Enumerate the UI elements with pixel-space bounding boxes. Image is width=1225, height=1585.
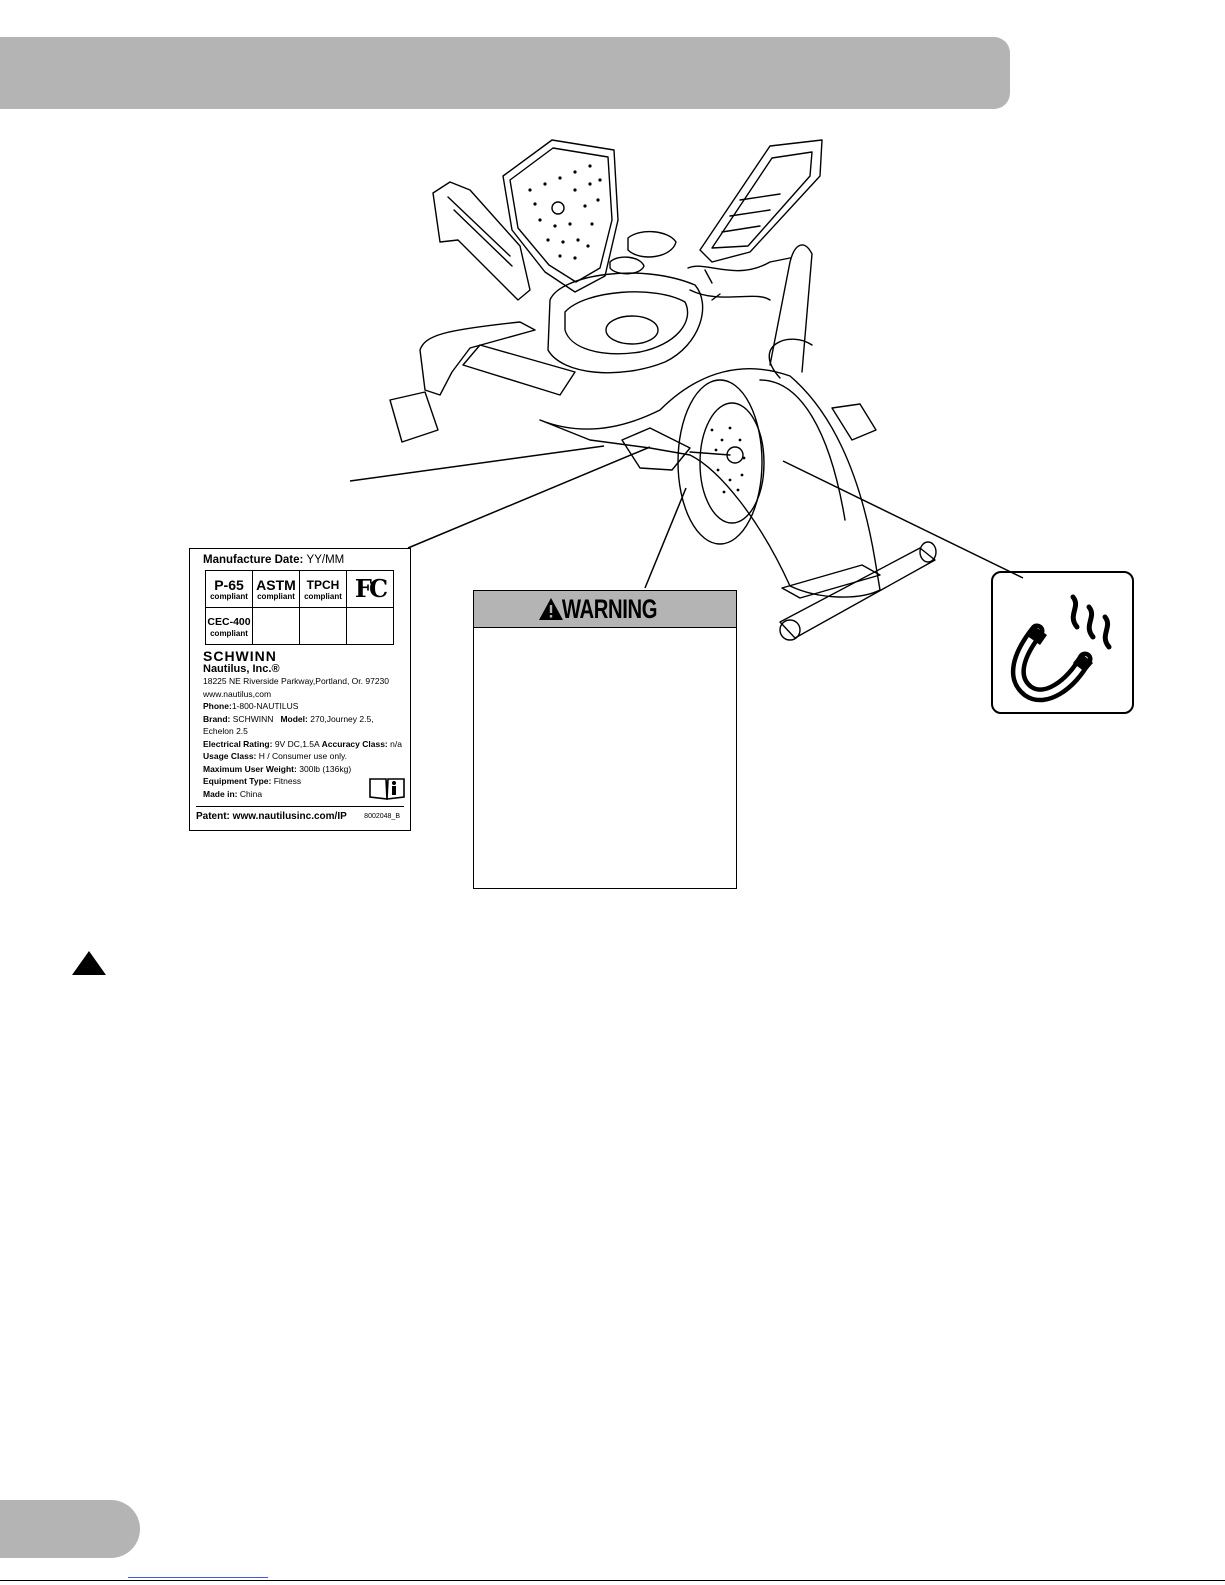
empty-cell <box>299 607 347 645</box>
leader-line-4 <box>782 460 1024 579</box>
header-bar <box>0 37 1010 109</box>
front-stabilizer <box>779 547 936 639</box>
electrical-rating: Electrical Rating: 9V DC,1.5A Accuracy C… <box>203 738 402 749</box>
max-user-weight: Maximum User Weight: 300lb (136kg) <box>203 763 352 774</box>
warning-title: WARNING <box>561 593 657 624</box>
page-number-tab <box>0 1500 140 1558</box>
schwinn-logo: SCHWINN <box>203 648 277 664</box>
warning-label: WARNING <box>473 590 737 889</box>
rear-foot <box>389 391 439 443</box>
equipment-type: Equipment Type: Fitness <box>203 776 302 786</box>
brand-model: Brand: SCHWINN Model: 270,Journey 2.5, <box>203 713 374 724</box>
company-name: Nautilus, Inc.® <box>203 663 280 675</box>
footer-rule <box>0 1580 1225 1581</box>
empty-cell <box>346 607 394 645</box>
magnet-label <box>991 571 1134 714</box>
footer-link-underline <box>128 1577 268 1578</box>
leader-line-2 <box>407 446 651 549</box>
frame-shroud <box>539 368 881 598</box>
empty-cell <box>252 607 300 645</box>
bike-illustration <box>349 139 1024 641</box>
warning-triangle-icon <box>538 598 563 620</box>
pedal-right <box>831 403 877 441</box>
website: www.nautilus,com <box>203 688 272 699</box>
model-cont: Echelon 2.5 <box>203 726 248 736</box>
phone: Phone:1-800-NAUTILUS <box>203 701 299 711</box>
warning-header: WARNING <box>474 591 736 628</box>
read-manual-icon <box>369 778 405 800</box>
caution-triangle-icon <box>72 951 106 975</box>
leader-line-3 <box>644 487 687 589</box>
address: 18225 NE Riverside Parkway,Portland, Or.… <box>203 676 389 686</box>
made-in: Made in: China <box>203 788 263 799</box>
fcc-logo: FC <box>354 574 388 603</box>
fcc-cell: FC <box>346 570 394 608</box>
upright <box>769 244 813 373</box>
seat <box>547 272 704 374</box>
manufacture-date: Manufacture Date: YY/MM <box>203 554 345 566</box>
pedal-left <box>621 427 691 471</box>
backrest <box>502 139 619 293</box>
usage-class: Usage Class: H / Consumer use only. <box>203 751 347 761</box>
console <box>699 139 823 263</box>
magnet-icon <box>1011 594 1112 703</box>
leader-line-1 <box>349 445 605 482</box>
part-number: 8002048_B <box>364 813 400 820</box>
